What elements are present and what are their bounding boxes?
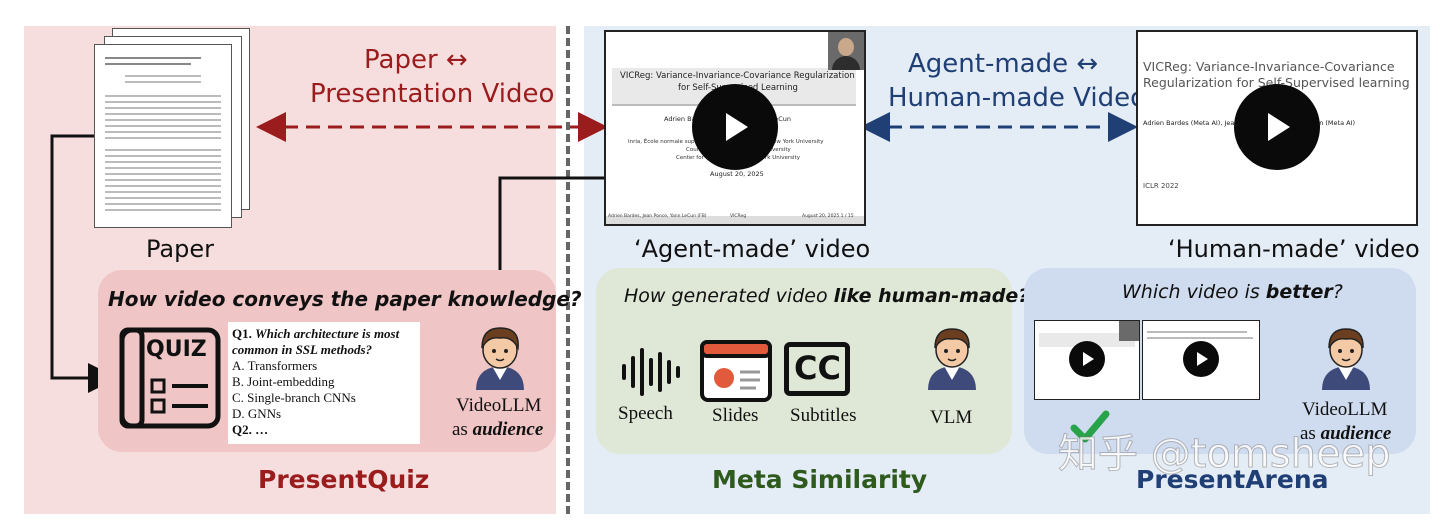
speech-label: Speech [618,403,673,424]
vlm-label: VLM [930,407,973,428]
meta-title: How generated video like human-made? [624,285,1030,307]
human-video-thumbnail[interactable]: VICReg: Variance-Invariance-Covariance R… [1136,30,1418,226]
quiz-option-a: A. Transformers [232,358,318,373]
quiz-card [228,322,420,444]
slides-label: Slides [712,405,759,426]
speech-waveform-icon [622,348,680,396]
arena-human-play[interactable] [1183,341,1219,377]
cc-icon-text: CC [794,349,841,387]
agent-slide-footer-left: Adrien Bardes, Jean Ponce, Yann LeCun (F… [608,214,707,219]
paper-to-quiz-arrow [50,134,118,393]
agent-slide-footer-mid: VICReg [730,214,747,219]
paper-caption: Paper [146,235,214,263]
slides-icon [700,340,772,402]
human-caption: ‘Human-made’ video [1168,235,1420,263]
arena-title: Which video is better? [1122,281,1343,303]
cc-icon: CC [784,342,850,396]
arena-agent-thumbnail[interactable] [1034,320,1140,400]
arena-audience-line2: as audience [1300,423,1392,444]
arena-videollm-avatar-icon [1322,328,1370,390]
meta-similarity-title: Meta Similarity [712,465,928,494]
human-slide-title1: VICReg: Variance-Invariance-Covariance [1143,59,1395,74]
arena-agent-play[interactable] [1069,341,1105,377]
agent-human-label-line1: Agent-made ↔ [908,49,1099,79]
arena-audience-line1: VideoLLM [1302,399,1388,420]
human-play-button[interactable] [1234,84,1320,170]
watermark: 知乎 @tomsheep [1058,431,1392,477]
checkmark-icon [1070,410,1110,443]
agent-video-thumbnail[interactable]: VICReg: Variance-Invariance-Covariance R… [604,30,866,226]
quiz-option-d: D. GNNs [232,406,282,421]
quiz-q1-line2: common in SSL methods? [232,342,373,357]
quiz-option-b: B. Joint-embedding [232,374,335,389]
presentquiz-title: PresentQuiz [258,465,430,494]
arena-human-thumbnail[interactable] [1142,320,1260,400]
agent-play-button[interactable] [692,84,778,170]
quiz-option-c: C. Single-branch CNNs [232,390,356,405]
presentarena-title: PresentArena [1136,465,1329,494]
quiz-q2: Q2. … [232,422,269,437]
agent-slide-date: August 20, 2025 [710,170,764,178]
agent-slide-footer-right: August 20, 2025 1 / 15 [802,214,854,219]
vlm-avatar-icon [928,328,976,390]
quiz-q1: Q1. Which architecture is most [232,326,400,341]
videollm-avatar-icon [476,327,524,390]
speaker-webcam-icon [828,32,864,70]
agent-caption: ‘Agent-made’ video [634,235,871,263]
agent-slide-title1: VICReg: Variance-Invariance-Covariance R… [620,71,855,81]
subtitles-label: Subtitles [790,405,857,426]
dashed-divider [566,26,570,514]
human-slide-venue: ICLR 2022 [1143,182,1179,190]
paper-video-label-line2: Presentation Video [310,79,555,109]
quiz-box-title: How video conveys the paper knowledge? [108,287,582,311]
human-slide-title2: Regularization for Self-Supervised learn… [1143,75,1410,90]
agent-human-label-line2: Human-made Video [888,83,1147,113]
paper-video-label-line1: Paper ↔ [364,45,468,75]
left-audience-line2: as audience [452,419,544,440]
quiz-icon-text: QUIZ [146,337,207,362]
left-audience-line1: VideoLLM [456,395,542,416]
